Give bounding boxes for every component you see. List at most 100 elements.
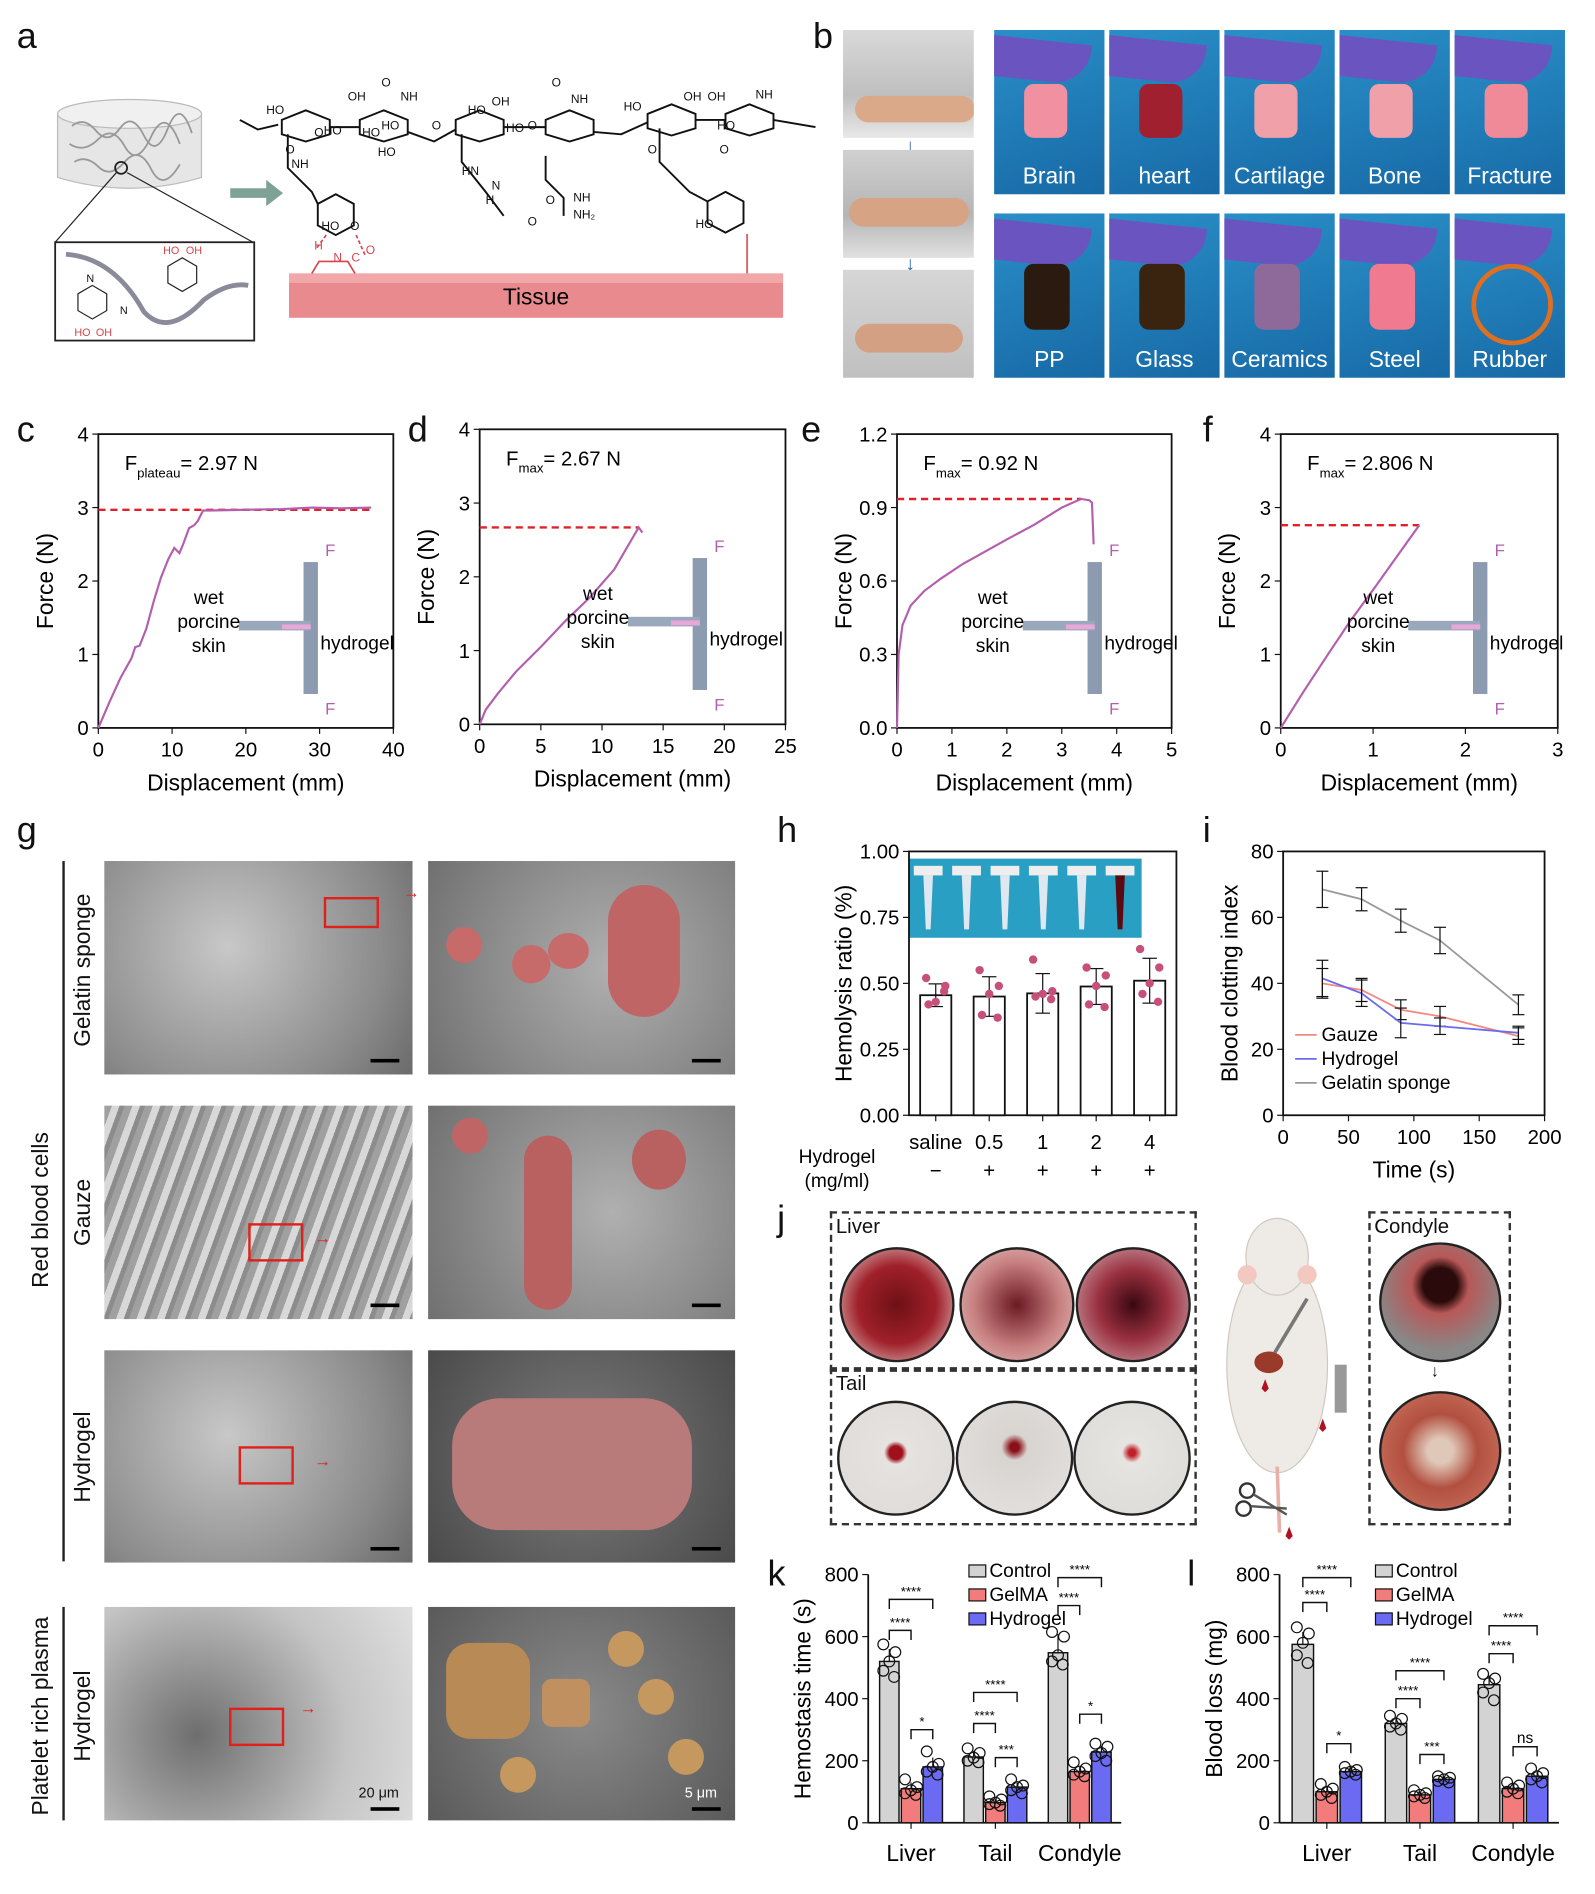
structure-label: HO — [624, 99, 642, 113]
y-tick-label: 0.3 — [859, 645, 887, 667]
significance-bracket — [1302, 1601, 1328, 1613]
y-tick-label: 0 — [1259, 1813, 1270, 1835]
row-label: (mg/ml) — [805, 1171, 870, 1192]
force-label: F — [1109, 541, 1119, 560]
adhesion-photo-steel: Steel — [1339, 213, 1450, 378]
arrow-right-icon: → — [314, 1227, 331, 1248]
hydrogel-sign: + — [1037, 1161, 1049, 1183]
significance-label: *** — [1424, 1739, 1439, 1754]
significance-label: **** — [1069, 1562, 1090, 1577]
inset-label: OH — [96, 327, 112, 339]
annotation: Fplateau= 2.97 N — [125, 453, 258, 480]
data-point — [877, 1638, 890, 1651]
structure-label: HN — [462, 164, 479, 178]
category-label: Liver — [1302, 1840, 1352, 1866]
annotation: Fmax= 0.92 N — [923, 453, 1038, 480]
y-tick-label: 0.25 — [860, 1039, 900, 1061]
liver-photo-1 — [839, 1247, 955, 1363]
y-tick-label: 800 — [1236, 1565, 1270, 1587]
y-tick-label: 200 — [1236, 1751, 1270, 1773]
significance-bracket — [972, 1722, 997, 1734]
data-point — [1155, 963, 1164, 972]
tube-cap — [952, 865, 981, 876]
data-point — [1046, 1655, 1058, 1668]
category-label: Tail — [978, 1840, 1012, 1866]
bar — [919, 994, 953, 1117]
data-point — [921, 973, 931, 983]
structure-label: C — [351, 250, 360, 264]
x-tick-label: 50 — [1337, 1127, 1360, 1149]
data-point — [920, 1745, 933, 1758]
structure-label: HO — [696, 217, 714, 231]
condyle-box — [1368, 1211, 1511, 1526]
data-point — [1513, 1779, 1526, 1792]
adhesion-photo-ceramics: Ceramics — [1224, 213, 1335, 378]
arrow-down-icon: ↓ — [905, 136, 915, 158]
tube-cap — [1028, 865, 1058, 876]
data-point — [1302, 1627, 1315, 1640]
data-point — [1046, 1625, 1058, 1638]
y-axis-label: Force (N) — [413, 529, 439, 625]
tube-cap — [1105, 865, 1135, 876]
y-tick-label: 0 — [1260, 718, 1271, 740]
category-label: saline — [909, 1132, 962, 1154]
sample-plate — [1022, 620, 1095, 631]
finger — [1109, 34, 1208, 86]
y-tick-label: 3 — [77, 498, 88, 520]
structure-label: HO — [362, 126, 380, 140]
y-tick-label: 2 — [459, 567, 470, 589]
tail-photo-3 — [1073, 1400, 1191, 1516]
x-tick-label: 25 — [774, 736, 797, 758]
x-axis-label: Time (s) — [1373, 1157, 1456, 1183]
y-tick-label: 600 — [825, 1627, 859, 1649]
structure-label: O — [350, 219, 359, 233]
y-tick-label: 600 — [1236, 1627, 1270, 1649]
data-point — [1487, 1694, 1500, 1707]
significance-bracket — [910, 1728, 934, 1740]
data-point — [1135, 944, 1145, 954]
x-tick-label: 20 — [235, 740, 258, 762]
sem-prp-high: 5 μm — [428, 1606, 736, 1821]
panel-label-l: l — [1187, 1554, 1196, 1594]
scale-label: 20 μm — [358, 1784, 399, 1802]
sem-prp-low: 20 μm — [104, 1606, 413, 1821]
sem-gauze-low — [104, 1105, 413, 1320]
data-point — [1394, 1723, 1407, 1736]
catechol-ring-left — [77, 284, 108, 320]
panel-label-g: g — [16, 810, 37, 851]
y-tick-label: 1 — [1260, 645, 1271, 667]
y-tick-label: 0.6 — [859, 571, 887, 593]
panel-label-d: d — [407, 410, 428, 450]
arrow-right-icon: → — [314, 1451, 331, 1471]
adhered-object — [1471, 263, 1553, 346]
annotation-value: = 2.97 N — [180, 453, 258, 475]
panel-label-f: f — [1202, 410, 1213, 450]
sem-gelatin-high — [428, 861, 736, 1075]
bar-control — [1384, 1722, 1408, 1824]
legend-label: Hydrogel — [1322, 1049, 1399, 1070]
panel-label-k: k — [767, 1554, 786, 1594]
category-label: Liver — [886, 1840, 936, 1866]
annotation: Fmax= 2.67 N — [506, 448, 621, 475]
y-tick-label: 1 — [77, 645, 88, 667]
adhered-object — [1369, 263, 1416, 330]
adhesion-photo-bone: Bone — [1339, 29, 1450, 195]
significance-bracket — [1079, 1713, 1103, 1724]
data-point — [1290, 1621, 1303, 1634]
structure-label: OH — [492, 95, 510, 109]
condyle-photo-2 — [1379, 1391, 1502, 1511]
structure-label: O — [546, 193, 555, 207]
bar-control — [1291, 1643, 1315, 1824]
y-axis-label: Force (N) — [32, 533, 58, 629]
adhered-object — [1254, 83, 1298, 138]
significance-label: **** — [1398, 1683, 1419, 1698]
data-point — [1005, 1773, 1018, 1786]
finger — [994, 34, 1092, 86]
data-point — [1296, 1636, 1309, 1649]
y-tick-label: 0.75 — [860, 908, 900, 930]
annotation-value: = 2.806 N — [1345, 453, 1434, 475]
x-tick-label: 20 — [713, 736, 736, 758]
material-label: Brain — [1022, 164, 1076, 190]
significance-label: **** — [901, 1584, 922, 1599]
tube — [1076, 875, 1087, 930]
